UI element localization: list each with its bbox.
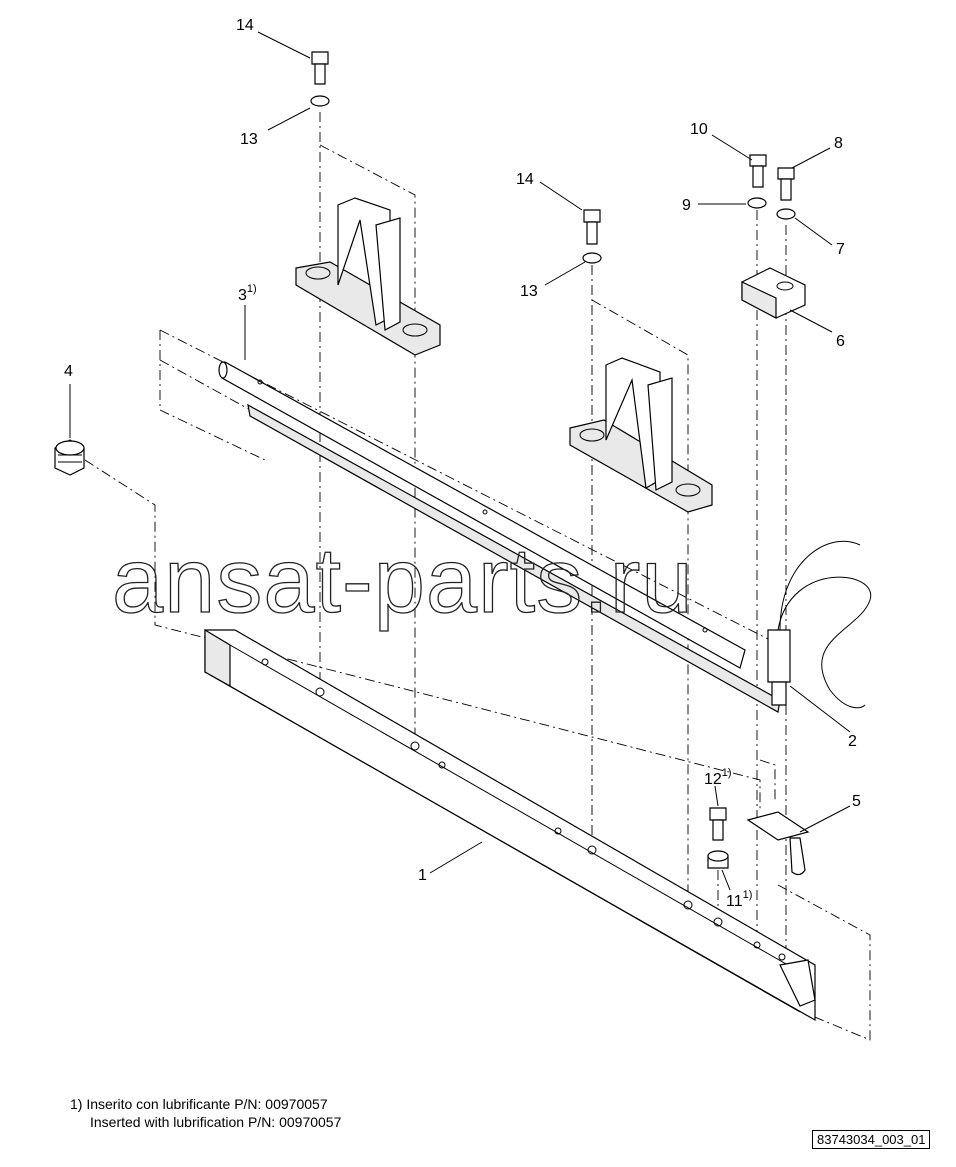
footnote-line-italian: 1) Inserito con lubrificante P/N: 009700… [70, 1096, 328, 1112]
fasteners [310, 51, 796, 869]
callout-14-middle: 14 [516, 171, 534, 188]
callout-3: 31) [238, 283, 257, 304]
callout-1: 1 [418, 867, 427, 884]
callout-8: 8 [834, 135, 843, 152]
callout-12: 121) [704, 767, 732, 788]
part-6-block [741, 267, 806, 319]
callout-14-top: 14 [236, 17, 254, 34]
footnote-line-english: Inserted with lubrification P/N: 0097005… [90, 1114, 342, 1130]
callout-4: 4 [64, 363, 73, 380]
callout-7: 7 [836, 241, 845, 258]
callout-13-top: 13 [240, 131, 258, 148]
part-5-clip [746, 811, 810, 876]
callout-6: 6 [836, 333, 845, 350]
callout-leaders [69, 31, 851, 891]
part-4-end-cap [54, 439, 85, 476]
part-1-bar [204, 628, 816, 1022]
part-3-rod [218, 361, 781, 713]
footnote: 1) Inserito con lubrificante P/N: 009700… [70, 1095, 341, 1131]
drawing-number: 83743034_003_01 [812, 1130, 931, 1149]
callout-9: 9 [682, 197, 691, 214]
callout-5: 5 [852, 793, 861, 810]
callout-labels: 14 13 14 13 10 8 9 7 6 31) 4 2 5 121) 11… [64, 17, 861, 910]
callout-10: 10 [690, 121, 708, 138]
callout-13-middle: 13 [520, 283, 538, 300]
callout-11: 111) [726, 889, 752, 910]
callout-2: 2 [848, 733, 857, 750]
watermark-text: ansat-parts.ru [112, 530, 694, 632]
part-2-sensor [767, 540, 872, 709]
bracket-middle [569, 357, 713, 513]
bracket-left [295, 197, 441, 356]
bar-holes [261, 658, 786, 961]
